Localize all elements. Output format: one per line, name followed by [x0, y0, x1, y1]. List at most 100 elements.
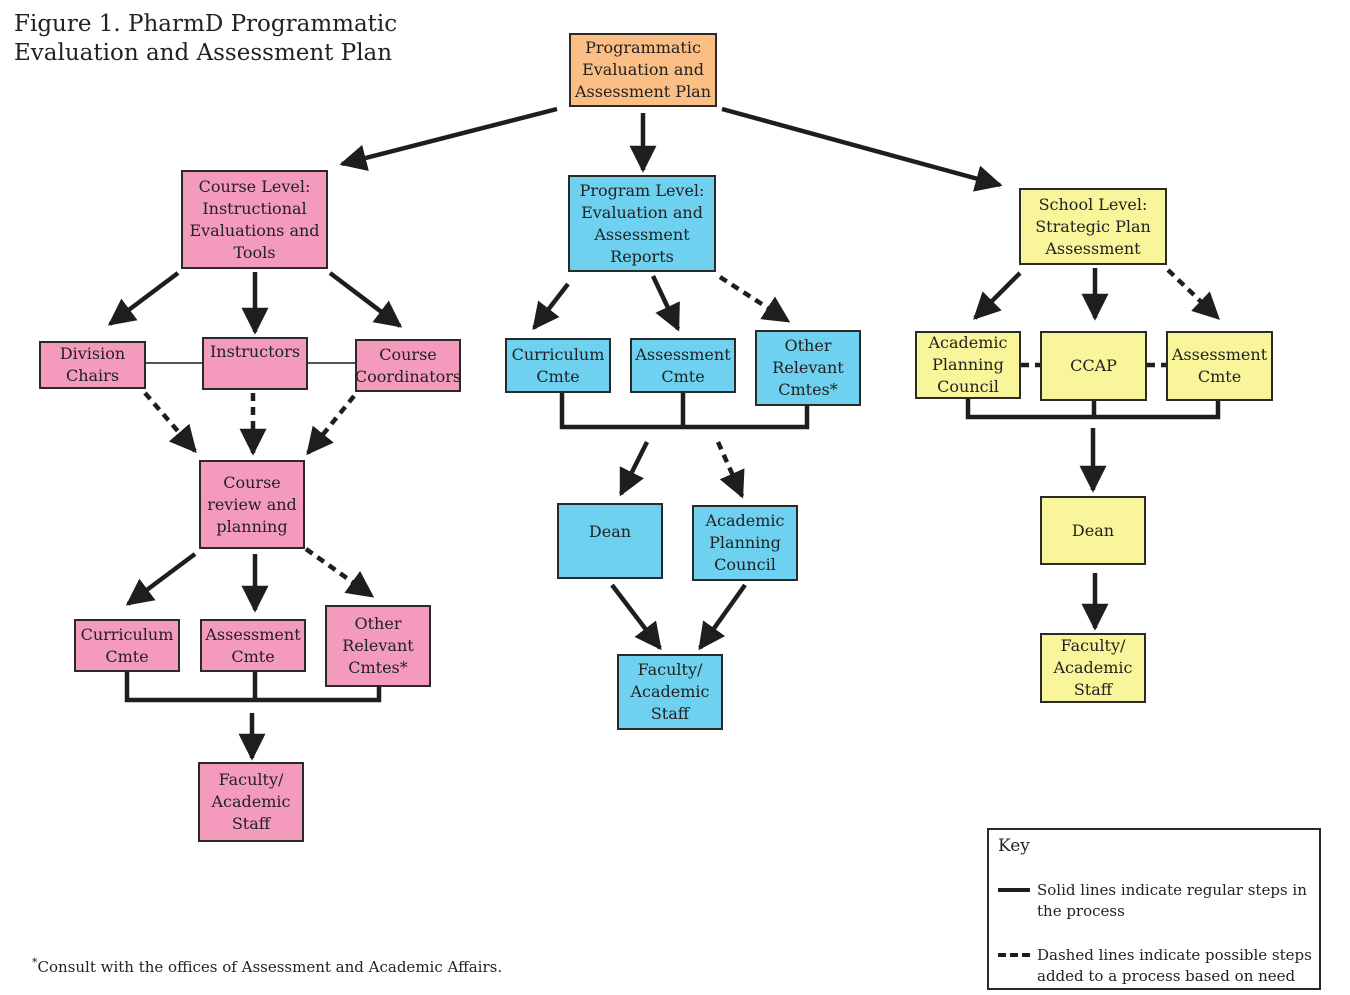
arrow-root-to-school-level — [721, 106, 1003, 192]
node-line: Assessment — [635, 344, 731, 364]
dashed-arrow-course-coordinators-to-course-review — [306, 394, 356, 456]
dashed-line-sample — [998, 953, 1030, 957]
node-line: Tools — [233, 242, 276, 262]
node-line: Curriculum — [80, 624, 174, 644]
node-line: Division — [59, 344, 126, 363]
figure-title-line-2: Evaluation and Assessment Plan — [14, 40, 393, 66]
dashed-arrow-course-review-to-other — [304, 547, 375, 598]
footnote-mark: * — [32, 956, 38, 969]
node-program-dean: Dean — [557, 503, 663, 579]
node-line: Instructors — [209, 342, 301, 361]
node-line: Academic — [1053, 658, 1133, 677]
node-line: Instructional — [202, 198, 307, 218]
footnote-text: Consult with the offices of Assessment a… — [37, 958, 503, 976]
arrow-program-committees-to-dean — [618, 440, 650, 497]
dashed-arrow-division-chairs-to-course-review — [143, 391, 197, 454]
node-line: Assessment Plan — [574, 82, 712, 101]
node-line: Academic — [630, 682, 710, 701]
node-line: CCAP — [1070, 356, 1117, 375]
node-line: Academic — [211, 792, 291, 811]
dashed-arrow-program-committees-to-apc — [715, 441, 745, 499]
node-line: review and — [207, 494, 297, 514]
legend-title: Key — [998, 836, 1030, 856]
node-line: Cmtes* — [348, 658, 408, 677]
node-line: Faculty/ — [218, 770, 284, 789]
footnote: *Consult with the offices of Assessment … — [32, 956, 502, 976]
legend-solid-label: Solid lines indicate regular steps in th… — [1037, 881, 1307, 920]
node-line: Assessment — [1171, 345, 1268, 364]
node-line: Relevant — [342, 636, 414, 655]
node-line: planning — [216, 516, 288, 536]
dashed-arrow-school-level-to-assessment — [1166, 268, 1220, 320]
node-line: Assessment — [1045, 238, 1141, 258]
node-line: Other — [784, 336, 832, 355]
node-line: Cmte — [661, 366, 705, 386]
node-line: Chairs — [65, 366, 120, 385]
node-line: Cmte — [1197, 367, 1242, 386]
node-line: Evaluations and — [189, 220, 320, 240]
node-line: Course Level: — [198, 176, 311, 196]
node-line: Course — [379, 344, 437, 364]
node-line: School Level: — [1038, 194, 1148, 214]
node-line: Dean — [588, 522, 632, 541]
node-line: Cmte — [231, 646, 275, 666]
arrow-course-review-to-curriculum — [125, 552, 197, 606]
arrow-school-level-to-apc — [973, 271, 1022, 320]
node-line: Cmtes* — [778, 380, 838, 399]
node-school-ccap: CCAP — [1040, 331, 1147, 401]
dashed-arrow-program-level-to-other — [718, 275, 791, 323]
node-line: Program Level: — [579, 180, 705, 200]
node-line: Academic — [705, 511, 785, 530]
node-line: Other — [354, 614, 402, 633]
legend-key: Key Solid lines indicate regular steps i… — [987, 828, 1321, 990]
node-line: Council — [714, 555, 776, 574]
node-line: Assessment — [205, 624, 301, 644]
node-line: Planning — [932, 355, 1004, 374]
node-line: Academic — [928, 333, 1008, 352]
figure-title: Figure 1. PharmD Programmatic Evaluation… — [14, 10, 397, 68]
node-instructors: Instructors — [202, 337, 308, 390]
arrow-program-level-to-assessment — [650, 275, 681, 332]
node-line: Planning — [709, 533, 781, 552]
node-line: Cmte — [105, 646, 149, 666]
node-line: Staff — [650, 704, 690, 723]
node-line: Curriculum — [511, 344, 605, 364]
arrow-course-level-to-division-chairs — [107, 271, 180, 326]
legend-dashed-label: Dashed lines indicate possible steps add… — [1037, 946, 1312, 985]
node-school-dean: Dean — [1040, 496, 1146, 565]
node-line: Staff — [1073, 680, 1113, 699]
node-line: Relevant — [772, 358, 844, 377]
node-line: Evaluation and — [581, 202, 703, 222]
solid-line-sample — [998, 888, 1030, 892]
arrow-program-level-to-curriculum — [532, 282, 570, 331]
arrow-course-level-to-course-coordinators — [328, 271, 403, 328]
node-line: Strategic Plan — [1035, 216, 1151, 236]
arrow-program-apc-to-faculty — [698, 583, 747, 651]
node-line: Staff — [231, 814, 271, 833]
node-line: Assessment — [594, 224, 690, 244]
node-line: Cmte — [536, 366, 580, 386]
node-line: Coordinators — [354, 366, 462, 386]
node-line: Course — [223, 472, 281, 492]
node-line: Programmatic — [585, 38, 701, 57]
